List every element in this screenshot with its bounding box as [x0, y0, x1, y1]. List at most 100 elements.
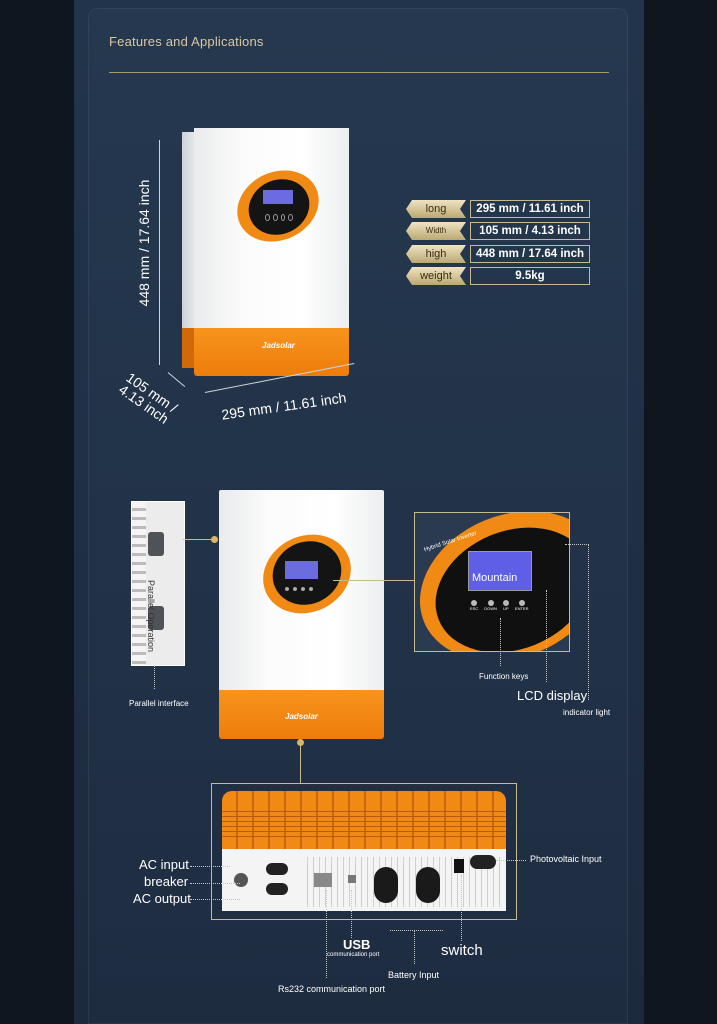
spec-value: 295 mm / 11.61 inch	[470, 200, 590, 218]
brand-logo: Jadsolar	[262, 341, 295, 350]
panel-zoom-box: Hybrid Solar Inverter Mountain ESC DOWN …	[414, 512, 570, 652]
db9-port-icon	[148, 606, 164, 630]
battery-pointer-v	[414, 930, 415, 964]
spec-value: 9.5kg	[470, 267, 590, 285]
height-dimension-label: 448 mm / 17.64 inch	[136, 179, 152, 307]
pv-input-terminal-icon	[470, 855, 496, 869]
parallel-interface-panel: Parallel Operation	[131, 501, 185, 666]
battery-input-label: Battery Input	[388, 970, 440, 980]
function-keys-pointer	[500, 618, 501, 666]
connector-dot	[211, 536, 218, 543]
front-keys	[265, 214, 293, 222]
lcd-screen-text: Mountain	[472, 572, 518, 584]
ac-input-pointer	[190, 866, 230, 867]
spec-label: long	[406, 200, 466, 218]
key-icon	[280, 214, 286, 221]
switch-label: switch	[441, 942, 483, 959]
spec-row-width: Width 105 mm / 4.13 inch	[406, 222, 590, 240]
db9-port-icon	[148, 532, 164, 556]
inverter-front-base	[219, 690, 384, 739]
inverter-side-base	[182, 328, 194, 368]
usb-pointer	[351, 890, 352, 938]
indicator-light-label: indicator light	[563, 708, 611, 717]
spec-label: Width	[406, 222, 466, 240]
function-keys-row: ESC DOWN UP ENTER	[470, 600, 528, 611]
spec-label: weight	[406, 267, 466, 285]
ac-input-label: AC input	[139, 857, 189, 872]
pv-pointer	[496, 860, 526, 861]
breaker-pointer	[190, 883, 240, 884]
section-title: Features and Applications	[109, 34, 264, 49]
top-vent-grid	[222, 791, 506, 849]
key-down[interactable]: DOWN	[484, 600, 497, 611]
usb-label: USB	[343, 937, 371, 952]
lcd-screen-icon	[263, 190, 293, 204]
key-label: ESC	[470, 606, 479, 611]
key-icon	[309, 587, 313, 591]
lcd-screen: Mountain	[468, 551, 532, 591]
key-icon	[285, 587, 289, 591]
lcd-pointer	[546, 590, 547, 682]
key-up[interactable]: UP	[502, 600, 509, 611]
key-icon	[265, 214, 270, 221]
rs232-pointer	[326, 890, 327, 978]
indicator-pointer-h	[565, 544, 589, 545]
key-icon	[471, 600, 478, 606]
connector-dot	[297, 739, 304, 746]
ac-input-terminal-icon	[234, 873, 248, 887]
ac-output-label: AC output	[133, 891, 191, 906]
pv-input-label: Photovoltaic Input	[530, 854, 602, 864]
key-icon	[272, 214, 278, 221]
parallel-interface-label: Parallel interface	[129, 699, 189, 708]
parallel-operation-caption: Parallel Operation	[146, 580, 156, 653]
ac-output-terminal-icon	[266, 883, 288, 895]
lcd-screen-icon	[285, 561, 318, 579]
inverter-side	[182, 132, 196, 367]
key-label: ENTER	[514, 606, 529, 611]
spec-value: 448 mm / 17.64 inch	[470, 245, 590, 263]
key-esc[interactable]: ESC	[470, 600, 478, 611]
spec-value: 105 mm / 4.13 inch	[470, 222, 590, 240]
key-icon	[518, 600, 525, 606]
key-icon	[487, 600, 494, 606]
title-divider	[109, 72, 609, 73]
brand-logo: Jadsolar	[285, 712, 318, 721]
bottom-connector-line	[300, 739, 301, 784]
battery-terminal-icon	[374, 867, 398, 903]
indicator-pointer-v	[588, 544, 589, 700]
vent-slots	[302, 857, 502, 907]
battery-terminal-icon	[416, 867, 440, 903]
vent-slots	[132, 502, 146, 665]
key-icon	[301, 587, 305, 591]
key-icon	[502, 600, 509, 606]
usb-sub-label: communication port	[327, 952, 380, 958]
connector-line	[183, 539, 217, 540]
power-switch-icon	[454, 859, 464, 873]
key-icon	[288, 214, 293, 221]
rs232-port-icon	[314, 873, 332, 887]
height-dimension-line	[159, 140, 160, 365]
breaker-label: breaker	[144, 874, 189, 889]
lcd-display-label: LCD display	[517, 688, 588, 703]
key-label: DOWN	[484, 606, 497, 611]
function-keys-label: Function keys	[479, 672, 529, 681]
key-label: UP	[503, 606, 509, 611]
parallel-pointer-line	[154, 665, 155, 689]
spec-label: high	[406, 245, 466, 263]
battery-pointer-h	[390, 930, 443, 931]
spec-row-high: high 448 mm / 17.64 inch	[406, 245, 590, 263]
zoom-connector-line	[333, 580, 414, 581]
switch-pointer	[461, 875, 462, 941]
front-keys	[285, 587, 313, 591]
spec-row-weight: weight 9.5kg	[406, 267, 590, 285]
rs232-label: Rs232 communication port	[278, 984, 386, 994]
vent-slots	[222, 807, 506, 837]
key-enter[interactable]: ENTER	[514, 600, 529, 611]
breaker-icon	[266, 863, 288, 875]
spec-row-long: long 295 mm / 11.61 inch	[406, 200, 590, 218]
key-icon	[293, 587, 297, 591]
ac-output-pointer	[190, 899, 240, 900]
bottom-panel	[222, 849, 506, 911]
usb-port-icon	[348, 875, 356, 883]
bottom-view-frame	[211, 783, 517, 920]
